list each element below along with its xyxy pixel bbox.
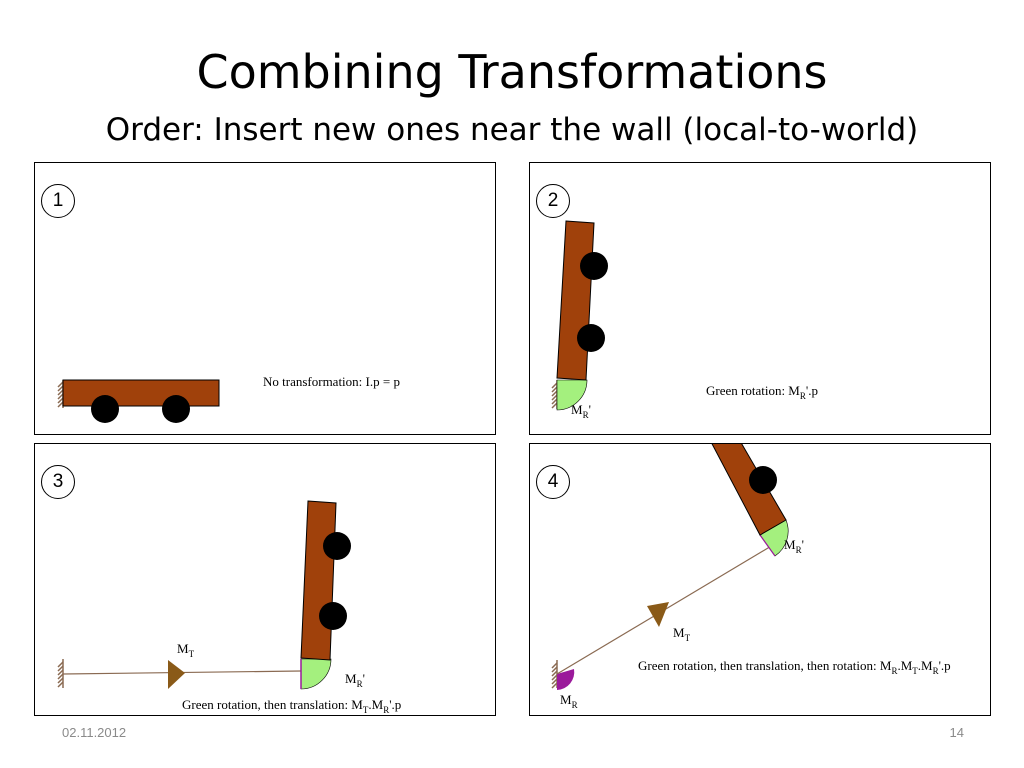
panel-number-badge: 2	[536, 184, 570, 218]
green-rotation-arc	[300, 658, 332, 690]
panel-1: No transformation: I.p = p 1	[34, 162, 496, 435]
mr-prime-label: MR'	[784, 537, 804, 555]
wall	[57, 659, 64, 688]
translation-arrowhead	[168, 660, 185, 689]
cart-wheel	[323, 532, 351, 560]
wall-marker	[759, 534, 776, 557]
panel-4-drawing: MT MR' MR Green rotation, then translati…	[551, 444, 951, 710]
green-rotation-arc	[759, 519, 789, 557]
wall	[551, 380, 558, 409]
mr-prime-label: MR'	[571, 402, 591, 420]
translation-arrowhead	[647, 602, 669, 627]
cart-body	[711, 444, 787, 536]
cart-wheel	[580, 252, 608, 280]
cart-wheel	[749, 466, 777, 494]
cart-wheel	[319, 602, 347, 630]
mr-prime-label: MR'	[345, 671, 365, 689]
footer-date: 02.11.2012	[62, 725, 127, 740]
wall	[551, 660, 558, 689]
cart-wheel	[162, 395, 190, 423]
cart-wheel	[91, 395, 119, 423]
panel-number-badge: 4	[536, 465, 570, 499]
panel-caption: Green rotation: MR'.p	[706, 383, 818, 401]
mt-label: MT	[673, 625, 691, 643]
cart-body	[556, 220, 595, 381]
panel-number-badge: 3	[41, 465, 75, 499]
panel-caption: Green rotation, then translation, then r…	[638, 658, 951, 676]
panel-2: MR' Green rotation: MR'.p 2	[529, 162, 991, 435]
panel-3: MT MR' Green rotation, then translation:…	[34, 443, 496, 716]
panel-1-drawing: No transformation: I.p = p	[57, 374, 400, 423]
cart-body	[300, 500, 337, 661]
purple-rotation-arc	[557, 669, 575, 690]
panel-2-drawing: MR' Green rotation: MR'.p	[551, 220, 818, 420]
panel-caption: Green rotation, then translation: MT.MR'…	[182, 697, 401, 715]
mt-label: MT	[177, 641, 195, 659]
wall	[57, 380, 64, 408]
green-rotation-arc	[556, 379, 588, 411]
panel-3-drawing: MT MR' Green rotation, then translation:…	[57, 500, 401, 715]
slide-subtitle: Order: Insert new ones near the wall (lo…	[105, 112, 919, 148]
panel-number-badge: 1	[41, 184, 75, 218]
cart-body	[62, 379, 220, 407]
panel-4: MT MR' MR Green rotation, then translati…	[529, 443, 991, 716]
slide-title: Combining Transformations	[196, 45, 828, 99]
panel-caption: No transformation: I.p = p	[263, 374, 400, 389]
page-number: 14	[949, 725, 964, 740]
mr-label: MR	[560, 692, 578, 710]
cart-wheel	[577, 324, 605, 352]
